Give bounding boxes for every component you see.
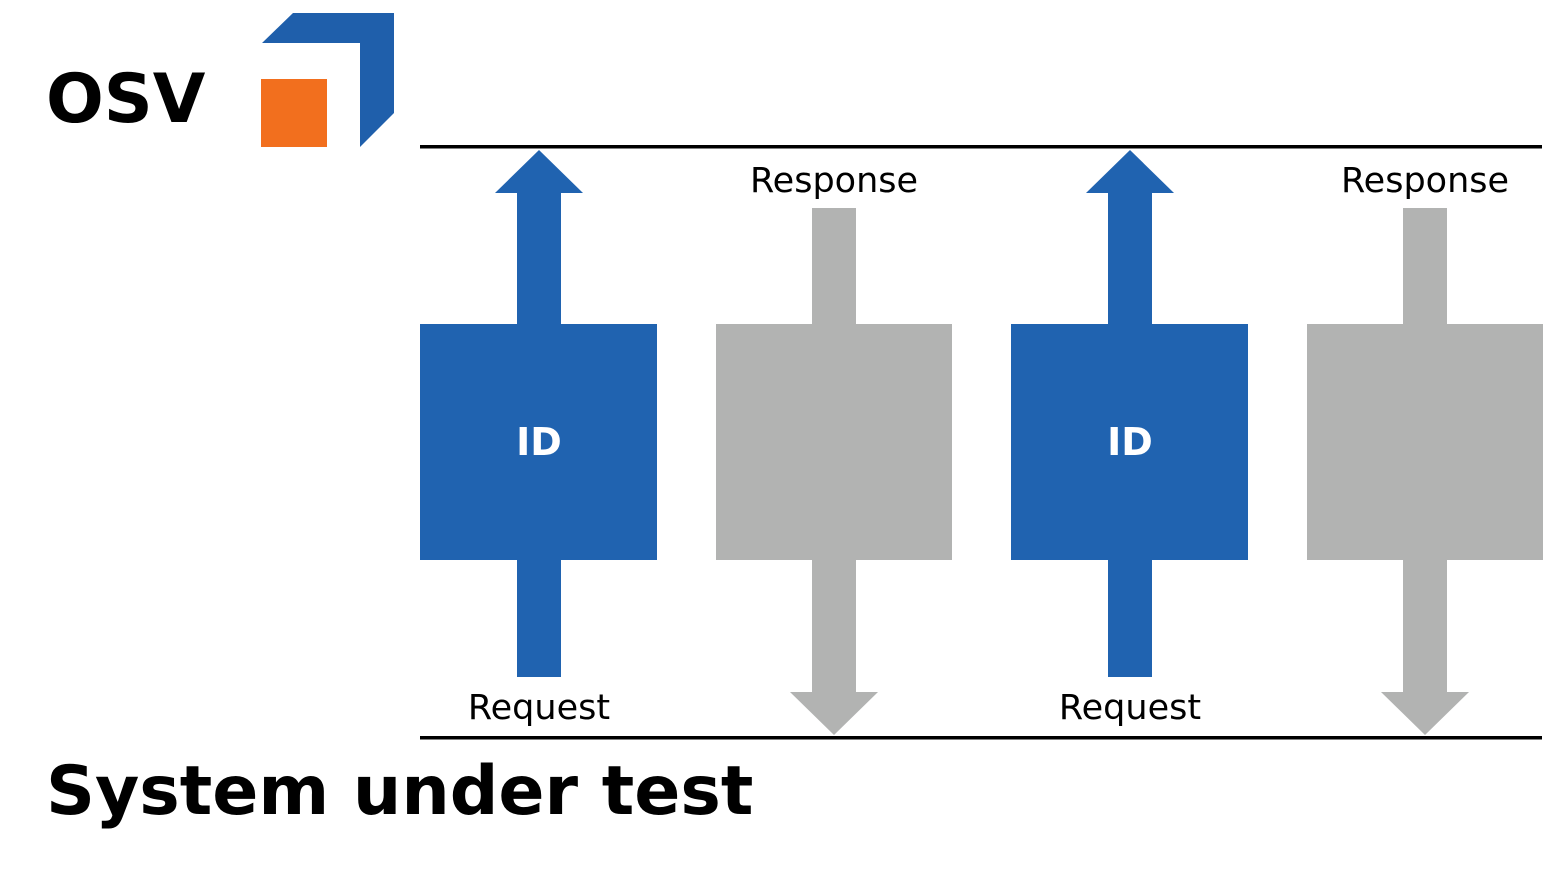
response-label: Response (1341, 161, 1509, 201)
logo-blue-shape (262, 13, 394, 147)
request-response-unit: ID Request Response (420, 150, 952, 735)
response-box (1307, 324, 1543, 560)
response-box (716, 324, 952, 560)
logo-orange-square (261, 79, 327, 147)
request-label: Request (1059, 688, 1201, 728)
bottom-boundary-line (420, 736, 1542, 740)
osv-logo (261, 13, 394, 147)
response-arrow-head (1381, 692, 1469, 735)
request-label: Request (468, 688, 610, 728)
request-response-unit: ID Request Response (1011, 150, 1543, 735)
response-label: Response (750, 161, 918, 201)
id-label: ID (1107, 420, 1153, 464)
response-arrow-head (790, 692, 878, 735)
osv-title: OSV (46, 60, 206, 139)
top-boundary-line (420, 145, 1542, 149)
request-arrow-head (1086, 150, 1174, 193)
id-box (420, 324, 657, 560)
request-arrow-head (495, 150, 583, 193)
id-label: ID (516, 420, 562, 464)
system-under-test-label: System under test (46, 752, 753, 831)
id-box (1011, 324, 1248, 560)
